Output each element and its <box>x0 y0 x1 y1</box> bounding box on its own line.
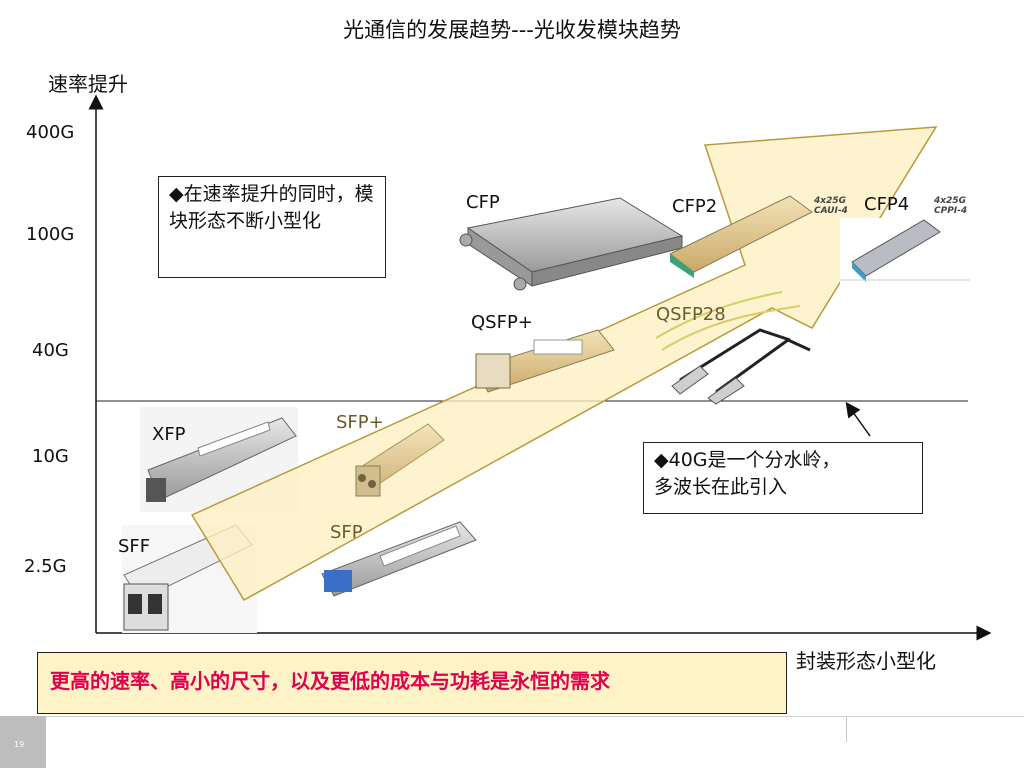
cfp2-spec-line2: CAUI-4 <box>814 206 848 216</box>
xfp-module-image <box>140 407 298 512</box>
cfp4-spec-line2: CPPI-4 <box>934 206 968 216</box>
miniaturization-note: ◆在速率提升的同时，模块形态不断小型化 <box>158 176 386 278</box>
label-qsfp28: QSFP28 <box>656 304 726 325</box>
footer-block <box>0 716 46 768</box>
label-xfp: XFP <box>152 424 186 445</box>
sfp-module-image <box>321 521 477 597</box>
tick-2-5g: 2.5G <box>24 556 67 577</box>
tick-100g: 100G <box>26 224 75 245</box>
y-axis-label: 速率提升 <box>48 72 128 96</box>
watershed-note: ◆40G是一个分水岭， 多波长在此引入 <box>643 442 923 514</box>
qsfp-plus-module-image <box>475 329 615 393</box>
label-sff: SFF <box>118 536 151 557</box>
label-cfp: CFP <box>466 192 500 213</box>
requirement-banner: 更高的速率、高小的尺寸，以及更低的成本与功耗是永恒的需求 <box>37 652 787 714</box>
tick-400g: 400G <box>26 122 75 143</box>
tick-10g: 10G <box>32 446 69 467</box>
cfp2-spec: 4x25G CAUI-4 <box>814 196 848 216</box>
page-title: 光通信的发展趋势---光收发模块趋势 <box>343 18 681 42</box>
cfp-module-image <box>459 197 684 291</box>
label-sfp-plus: SFP+ <box>336 412 384 433</box>
cfp4-spec: 4x25G CPPI-4 <box>934 196 967 216</box>
tick-40g: 40G <box>32 340 69 361</box>
cfp4-module-image <box>840 218 970 286</box>
label-cfp2: CFP2 <box>672 196 718 217</box>
cfp2-module-image <box>669 195 813 278</box>
cfp4-spec-line1: 4x25G <box>934 196 966 206</box>
label-qsfp-plus: QSFP+ <box>471 312 533 333</box>
x-axis-label: 封装形态小型化 <box>796 649 936 673</box>
watershed-note-line2: 多波长在此引入 <box>654 476 788 498</box>
watershed-pointer <box>845 401 871 437</box>
cfp2-spec-line1: 4x25G <box>814 196 846 206</box>
qsfp28-cable-image <box>655 291 811 405</box>
page-number: 19 <box>14 740 25 749</box>
watershed-note-line1: ◆40G是一个分水岭， <box>654 449 841 471</box>
footer-divider <box>846 716 847 742</box>
sfp-plus-module-image <box>355 423 445 497</box>
label-sfp: SFP <box>330 522 363 543</box>
label-cfp4: CFP4 <box>864 194 910 215</box>
footer-rule <box>46 716 1024 717</box>
